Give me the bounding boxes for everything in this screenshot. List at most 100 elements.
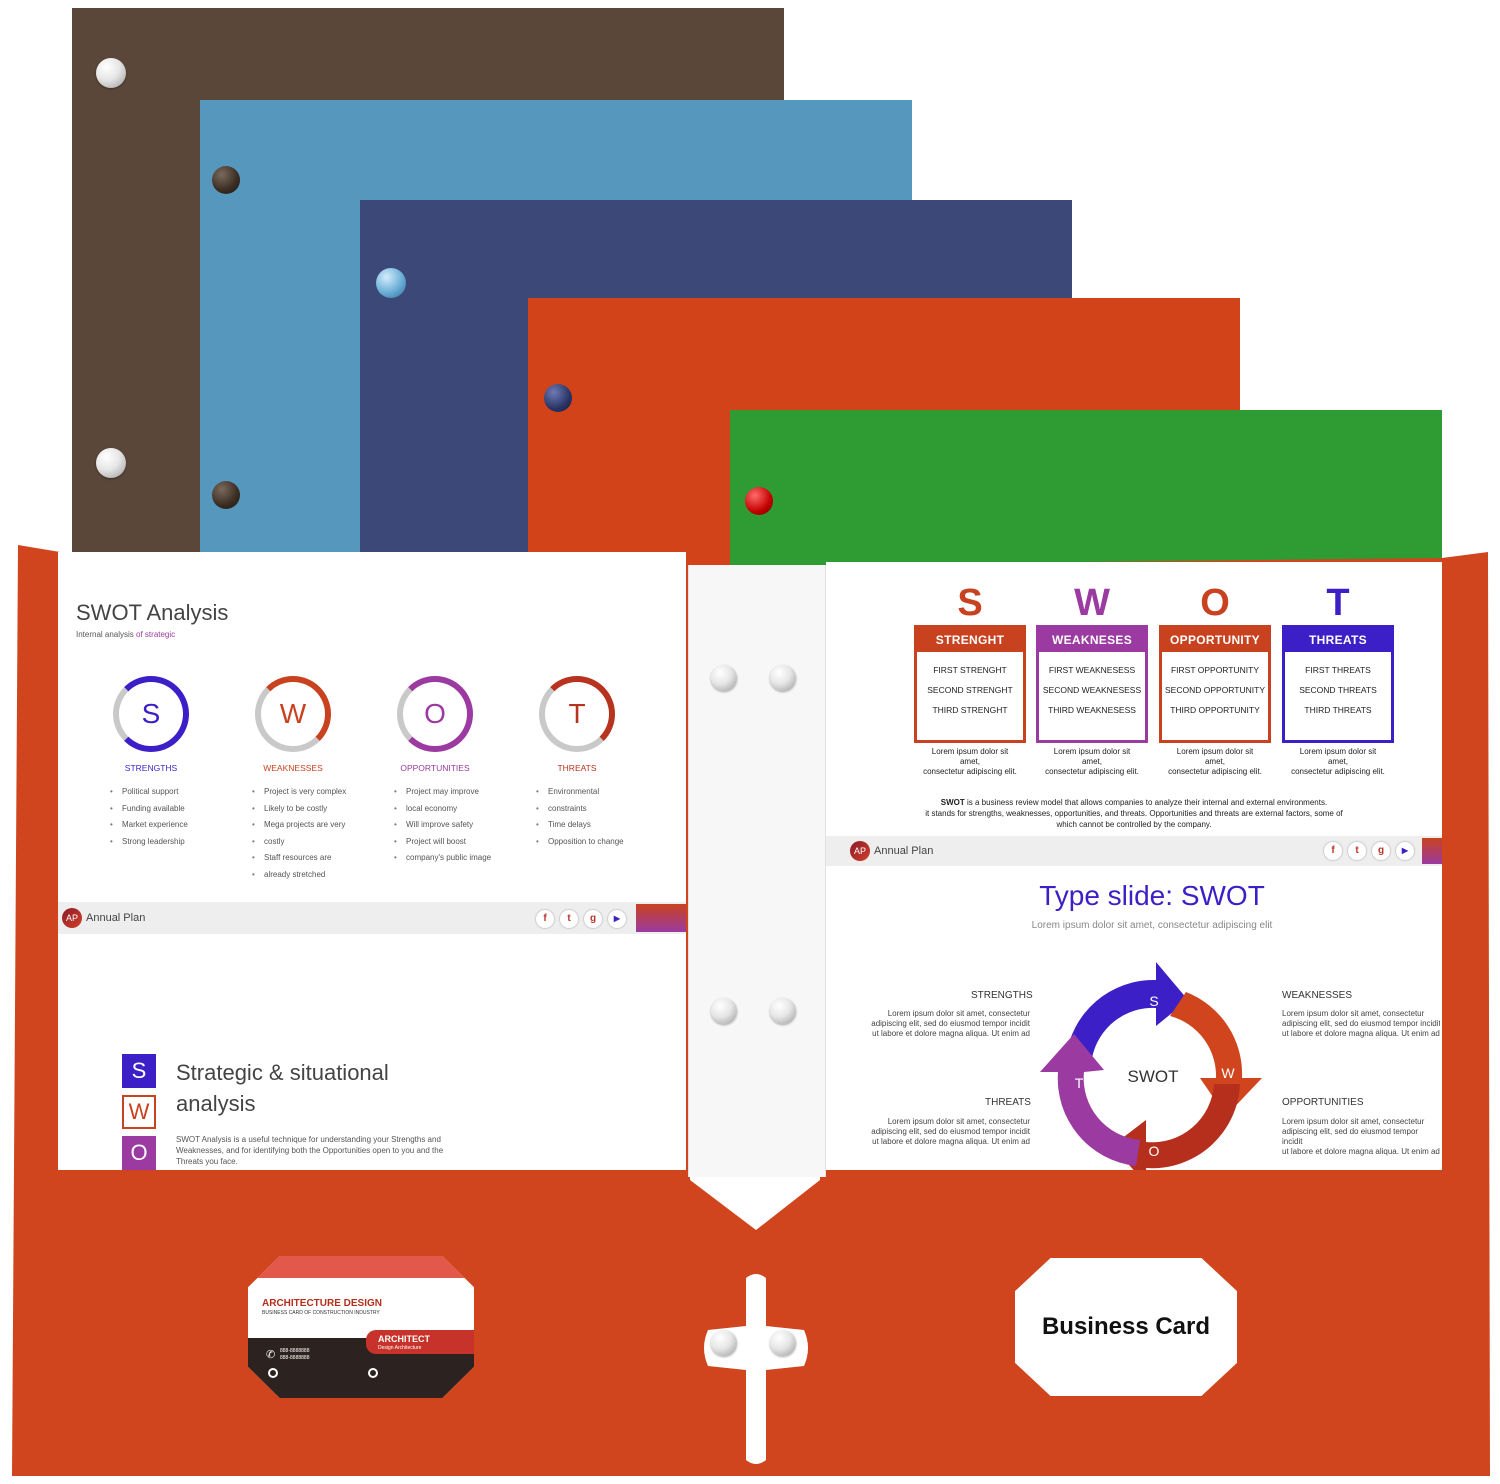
column-lorem-1: Lorem ipsum dolor sit	[931, 747, 1009, 756]
column-item: FIRST OPPORTUNITY	[1170, 665, 1259, 675]
column-header: WEAKNESES	[1039, 628, 1145, 652]
list-item: Staff resources are	[252, 850, 346, 867]
strengths-list: Political support Funding available Mark…	[110, 784, 188, 850]
weaknesses-list: Project is very complex Likely to be cos…	[252, 784, 346, 883]
lower-letter-w: W	[122, 1095, 156, 1129]
threats-cycle-label: THREATS	[985, 1097, 1031, 1108]
lorem-line: ut labore et dolore magna aliqua. Ut eni…	[1282, 1147, 1440, 1156]
column-lorem-1: Lorem ipsum dolor sit	[1176, 747, 1254, 756]
right-footer-accent	[1422, 838, 1442, 864]
column-lorem-2: amet,	[959, 757, 980, 766]
strengths-circle: S	[113, 676, 189, 752]
left-footer-bar	[58, 902, 686, 934]
subtitle-part-b: of strategic	[136, 630, 176, 639]
right-business-card-slot: Business Card	[1015, 1258, 1237, 1396]
light-blue-folder-peg-bottom	[212, 481, 240, 509]
column-item: SECOND STRENGHT	[927, 685, 1013, 695]
column-letter: W	[1074, 582, 1110, 624]
strengths-cycle-text: Lorem ipsum dolor sit amet, consectetur …	[858, 1009, 1030, 1039]
list-item: Environmental	[536, 784, 624, 801]
left-sheet-title: SWOT Analysis	[76, 600, 229, 625]
lower-text-1: SWOT Analysis is a useful technique for …	[176, 1135, 441, 1144]
youtube-icon[interactable]: ▶	[608, 910, 626, 928]
list-item: Funding available	[110, 801, 188, 818]
strengths-cycle-label: STRENGTHS	[971, 990, 1033, 1001]
swot-description-2: it stands for strengths, weaknesses, opp…	[925, 809, 1343, 818]
swot-column-strength: S STRENGHT FIRST STRENGHT SECOND STRENGH…	[914, 582, 1026, 777]
threats-cycle-text: Lorem ipsum dolor sit amet, consectetur …	[858, 1117, 1030, 1147]
column-header: OPPORTUNITY	[1162, 628, 1268, 652]
pocket-peg-right	[770, 1330, 796, 1356]
brown-folder-peg-bottom	[96, 448, 126, 478]
spine-peg-top-left	[711, 665, 737, 691]
column-item: THIRD STRENGHT	[932, 705, 1008, 715]
youtube-icon[interactable]: ▶	[1396, 842, 1414, 860]
pocket-peg-left	[711, 1330, 737, 1356]
column-lorem-2: amet,	[1327, 757, 1348, 766]
lorem-line: adipiscing elit, sed do eiusmod tempor i…	[871, 1019, 1030, 1028]
card-phone-1: 888-8888888	[280, 1348, 310, 1354]
column-lorem-1: Lorem ipsum dolor sit	[1053, 747, 1131, 756]
google-icon[interactable]: g	[1372, 842, 1390, 860]
lower-text-3: Threats you face.	[176, 1157, 238, 1166]
cycle-arrow-o	[1112, 1084, 1240, 1170]
list-item: Political support	[110, 784, 188, 801]
card-top-band	[248, 1256, 474, 1278]
facebook-icon[interactable]: f	[536, 910, 554, 928]
location-icon	[368, 1368, 378, 1378]
list-item-continued: local economy	[394, 801, 491, 818]
right-footer-label: Annual Plan	[874, 845, 934, 857]
lorem-line: Lorem ipsum dolor sit amet, consectetur	[887, 1117, 1030, 1126]
lorem-line: Lorem ipsum dolor sit amet, consectetur	[1282, 1009, 1425, 1018]
lorem-line: adipiscing elit, sed do eiusmod tempor i…	[1282, 1019, 1440, 1028]
type-slide-subtitle: Lorem ipsum dolor sit amet, consectetur …	[1031, 920, 1273, 931]
column-item: THIRD WEAKNESESS	[1048, 705, 1136, 715]
spine-peg-top-right	[770, 665, 796, 691]
threats-circle: T	[539, 676, 615, 752]
twitter-icon[interactable]: t	[560, 910, 578, 928]
left-footer-accent	[636, 904, 686, 932]
column-item: SECOND WEAKNESESS	[1042, 685, 1142, 695]
card-red-badge	[366, 1330, 474, 1354]
list-item: Time delays	[536, 817, 624, 834]
column-lorem-1: Lorem ipsum dolor sit	[1299, 747, 1377, 756]
lorem-line: ut labore et dolore magna aliqua. Ut eni…	[872, 1029, 1030, 1038]
facebook-icon[interactable]: f	[1324, 842, 1342, 860]
column-lorem-3: consectetur adipiscing elit.	[923, 767, 1017, 776]
green-folder	[730, 410, 1442, 570]
column-lorem-3: consectetur adipiscing elit.	[1168, 767, 1262, 776]
weaknesses-cycle-label: WEAKNESSES	[1282, 990, 1353, 1001]
column-header: THREATS	[1285, 628, 1391, 652]
brown-folder-peg-top	[96, 58, 126, 88]
column-lorem-3: consectetur adipiscing elit.	[1045, 767, 1139, 776]
list-item: Project may improve	[394, 784, 491, 801]
weaknesses-circle: W	[255, 676, 331, 752]
opportunities-circle: O	[397, 676, 473, 752]
twitter-icon[interactable]: t	[1348, 842, 1366, 860]
list-item: Likely to be costly	[252, 801, 346, 818]
column-item: FIRST THREATS	[1305, 665, 1371, 675]
lower-text-2: Weaknesses, and for identifying both the…	[176, 1146, 444, 1155]
opportunities-cycle-label: OPPORTUNITIES	[1282, 1097, 1364, 1108]
spine-peg-bottom-right	[770, 998, 796, 1024]
column-box: THREATS FIRST THREATS SECOND THREATS THI…	[1282, 625, 1394, 743]
desc-bold: SWOT	[940, 798, 965, 807]
subtitle-part-a: Internal analysis	[76, 630, 137, 639]
lorem-line: adipiscing elit, sed do eiusmod tempor i…	[1282, 1127, 1419, 1146]
left-footer-label: Annual Plan	[86, 912, 146, 924]
google-icon[interactable]: g	[584, 910, 602, 928]
list-item-continued: costly	[252, 834, 346, 851]
column-item: THIRD OPPORTUNITY	[1170, 705, 1260, 715]
lorem-line: Lorem ipsum dolor sit amet, consectetur	[887, 1009, 1030, 1018]
left-sheet-subtitle: Internal analysis of strategic	[76, 630, 175, 639]
card-badge-2: Design Architecture	[378, 1345, 422, 1351]
weaknesses-letter: W	[279, 698, 307, 729]
cycle-letter: W	[1221, 1065, 1235, 1081]
threats-list: Environmental constraints Time delays Op…	[536, 784, 624, 850]
column-lorem-2: amet,	[1081, 757, 1102, 766]
list-item-continued: already stretched	[252, 867, 346, 884]
swot-description-3: which cannot be controlled by the compan…	[1056, 820, 1212, 829]
swot-description-1: SWOT is a business review model that all…	[826, 798, 1442, 807]
list-item: Mega projects are very	[252, 817, 346, 834]
right-footer-badge: AP	[850, 841, 870, 861]
